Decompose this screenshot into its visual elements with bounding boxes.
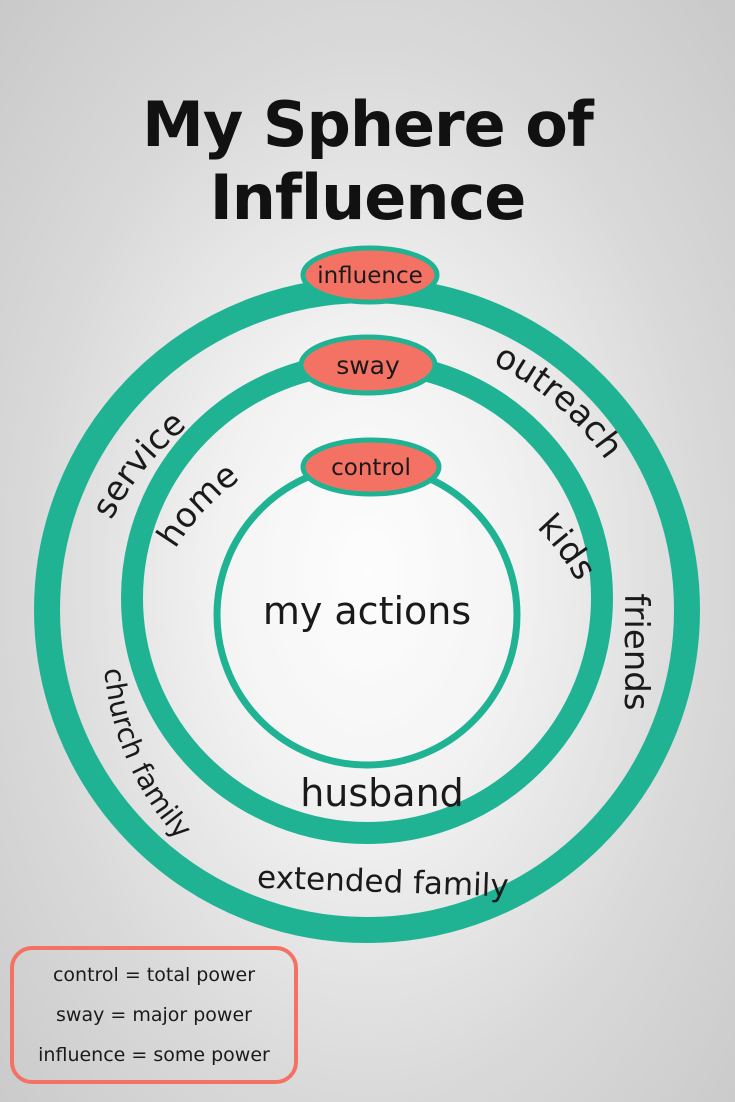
center-label: my actions <box>263 589 471 633</box>
legend-control: control = total power <box>52 964 256 986</box>
influence-badge: influence <box>300 245 440 305</box>
extended-family-label: extended family <box>257 860 510 905</box>
legend-sway: sway = major power <box>56 1004 252 1026</box>
friends-label: friends <box>616 593 656 710</box>
legend-box: control = total power sway = major power… <box>10 946 298 1084</box>
sway-badge: sway <box>298 334 438 396</box>
legend-influence: influence = some power <box>38 1044 270 1066</box>
page-title: My Sphere of Influence <box>142 88 594 234</box>
husband-label: husband <box>300 771 464 815</box>
control-badge: control <box>300 437 442 497</box>
sway-badge-label: sway <box>336 351 400 380</box>
influence-badge-label: influence <box>317 263 423 289</box>
control-badge-label: control <box>331 455 411 481</box>
